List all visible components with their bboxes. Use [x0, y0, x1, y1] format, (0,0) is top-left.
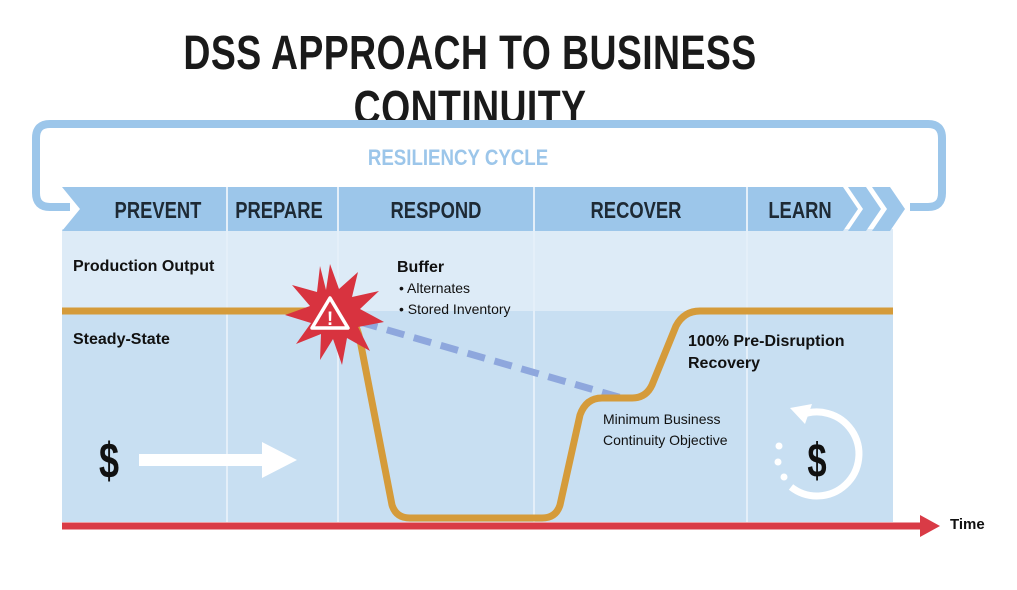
- phase-label-learn: LEARN: [768, 198, 831, 223]
- disruption-starburst-icon: [285, 264, 384, 365]
- warning-exclamation-icon: !: [327, 309, 333, 330]
- min-objective-label-line2: Continuity Objective: [603, 432, 728, 448]
- chevron-1-icon: [848, 187, 881, 231]
- buffer-dashed-line: [359, 318, 623, 402]
- buffer-item-alternates: • Alternates: [399, 280, 470, 296]
- upper-band: [62, 229, 893, 311]
- recovery-cycle-icon: [774, 404, 863, 500]
- phase-header-bar: [62, 187, 858, 231]
- resiliency-cycle-loop: [32, 120, 946, 211]
- chevron-2-icon: [872, 187, 905, 231]
- page-title: DSS APPROACH TO BUSINESS CONTINUITY: [183, 27, 757, 135]
- time-axis-label: Time: [950, 516, 985, 533]
- recovery-label-line2: Recovery: [688, 355, 760, 372]
- recovery-label-line1: 100% Pre-Disruption: [688, 333, 844, 350]
- forward-arrow-icon: [139, 442, 297, 478]
- phase-label-prepare: PREPARE: [235, 198, 323, 223]
- dollar-icon: $: [99, 434, 119, 489]
- resiliency-cycle-label: RESILIENCY CYCLE: [368, 147, 548, 171]
- buffer-item-stored-inventory: • Stored Inventory: [399, 301, 511, 317]
- phase-label-recover: RECOVER: [591, 198, 682, 223]
- phase-label-prevent: PREVENT: [115, 198, 202, 223]
- min-objective-label-line1: Minimum Business: [603, 411, 720, 427]
- buffer-label: Buffer: [397, 259, 444, 276]
- production-output-label: Production Output: [73, 258, 215, 275]
- production-output-line: [62, 307, 893, 522]
- steady-state-label: Steady-State: [73, 331, 170, 348]
- time-axis-arrowhead-icon: [920, 515, 940, 537]
- recovery-dollar-icon: $: [807, 433, 826, 487]
- phase-label-respond: RESPOND: [391, 198, 482, 223]
- warning-triangle-icon: [310, 296, 350, 330]
